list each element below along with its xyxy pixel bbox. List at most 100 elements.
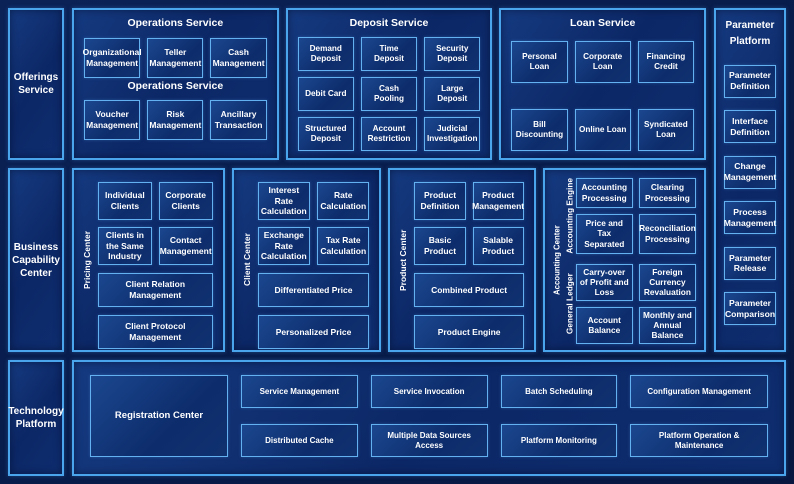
product-box: Combined Product [414, 273, 524, 307]
platform-box: Platform Monitoring [500, 424, 618, 457]
parameter-platform-panel: Parameter Platform Parameter Definition … [714, 8, 786, 352]
deposit-grid: Demand Deposit Time Deposit Security Dep… [297, 37, 481, 151]
general-ledger-group: General Ledger Carry-over of Profit and … [563, 263, 696, 344]
product-box: Product Definition [414, 182, 466, 220]
pricing-center-panel: Pricing Center Individual Clients Corpor… [72, 168, 225, 352]
ledger-box: Monthly and Annual Balance [638, 306, 696, 344]
platform-box: Configuration Management [630, 375, 769, 408]
pricing-box: Client Protocol Management [98, 315, 213, 349]
offerings-service-row: Operations Service Organizational Manage… [72, 8, 707, 160]
parameter-box: Change Management [724, 155, 776, 189]
product-box: Product Engine [414, 315, 524, 349]
deposit-box: Large Deposit [424, 77, 481, 111]
operations-row-2: Voucher Management Risk Management Ancil… [84, 100, 267, 140]
business-capability-row: Pricing Center Individual Clients Corpor… [72, 168, 706, 352]
deposit-box: Account Restriction [360, 117, 418, 151]
loan-service-panel: Loan Service Personal Loan Corporate Loa… [499, 8, 707, 160]
accounting-center-label: Accounting Center [552, 225, 562, 295]
platform-column: Service Management Distributed Cache [241, 375, 358, 457]
accounting-engine-group: Accounting Engine Accounting Processing … [563, 178, 696, 254]
product-center-label: Product Center [398, 229, 409, 291]
operations-service-panel: Operations Service Organizational Manage… [72, 8, 279, 160]
pricing-box: Clients in the Same Industry [98, 227, 152, 265]
client-box: Interest Rate Calculation [257, 182, 311, 220]
operations-box: Organizational Management [83, 38, 142, 78]
deposit-box: Debit Card [297, 77, 354, 111]
platform-box: Service Invocation [370, 375, 488, 408]
accounting-box: Price and Tax Separated [575, 213, 633, 254]
deposit-service-panel: Deposit Service Demand Deposit Time Depo… [285, 8, 493, 160]
accounting-box: Clearing Processing [638, 178, 696, 208]
parameter-platform-title: Parameter Platform [725, 20, 775, 47]
accounting-engine-label: Accounting Engine [564, 178, 575, 254]
pricing-center-label: Pricing Center [82, 230, 92, 290]
client-box: Exchange Rate Calculation [257, 227, 311, 265]
registration-center-box: Registration Center [90, 375, 228, 457]
loan-service-title: Loan Service [569, 17, 636, 29]
accounting-groups: Accounting Engine Accounting Processing … [563, 176, 698, 344]
technology-platform-label-panel: Technology Platform [8, 360, 64, 476]
operations-box: Ancillary Transaction [210, 100, 267, 140]
deposit-box: Cash Pooling [360, 77, 418, 111]
ledger-box: Account Balance [575, 306, 633, 344]
client-box: Differentiated Price [257, 273, 370, 307]
platform-box: Batch Scheduling [500, 375, 618, 408]
platform-box: Multiple Data Sources Access [370, 424, 488, 457]
deposit-box: Demand Deposit [297, 37, 354, 71]
parameter-platform-list: Parameter Definition Interface Definitio… [724, 52, 776, 338]
platform-box: Distributed Cache [241, 424, 358, 457]
loan-box: Personal Loan [511, 41, 568, 83]
technology-platform-panel: Registration Center Service Management D… [72, 360, 786, 476]
client-box: Rate Calculation [317, 182, 370, 220]
platform-box: Platform Operation & Maintenance [630, 424, 769, 457]
loan-box: Syndicated Loan [637, 109, 694, 151]
operations-service-subtitle: Operations Service [127, 80, 224, 92]
pricing-box: Individual Clients [98, 182, 152, 220]
product-box: Salable Product [472, 227, 524, 265]
technology-platform-label: Technology Platform [8, 406, 64, 430]
pricing-box: Corporate Clients [158, 182, 213, 220]
parameter-box: Parameter Release [724, 246, 776, 280]
pricing-center-content: Individual Clients Corporate Clients Cli… [94, 176, 217, 349]
operations-row-1: Organizational Management Teller Managem… [83, 38, 267, 78]
deposit-box: Time Deposit [360, 37, 418, 71]
product-box: Product Management [472, 182, 524, 220]
general-ledger-grid: Carry-over of Profit and Loss Foreign Cu… [575, 263, 696, 344]
accounting-box: Reconciliation Processing [638, 213, 696, 254]
product-center-content: Product Definition Product Management Ba… [410, 176, 527, 349]
platform-column: Service Invocation Multiple Data Sources… [370, 375, 488, 457]
accounting-engine-grid: Accounting Processing Clearing Processin… [575, 178, 696, 254]
loan-box: Financing Credit [637, 41, 694, 83]
client-center-panel: Client Center Interest Rate Calculation … [231, 168, 382, 352]
product-small-grid: Product Definition Product Management Ba… [414, 182, 524, 265]
ledger-box: Foreign Currency Revaluation [638, 263, 696, 301]
business-capability-center-panel: Business Capability Center [8, 168, 64, 352]
parameter-box: Parameter Comparison [724, 292, 776, 326]
operations-box: Teller Management [147, 38, 204, 78]
client-center-label: Client Center [241, 233, 252, 287]
deposit-box: Structured Deposit [297, 117, 354, 151]
product-center-panel: Product Center Product Definition Produc… [388, 168, 536, 352]
operations-box: Cash Management [210, 38, 267, 78]
parameter-box: Parameter Definition [724, 64, 776, 98]
deposit-box: Security Deposit [424, 37, 481, 71]
product-box: Basic Product [414, 227, 466, 265]
deposit-box: Judicial Investigation [424, 117, 481, 151]
pricing-small-grid: Individual Clients Corporate Clients Cli… [98, 182, 213, 265]
pricing-box: Client Relation Management [98, 273, 213, 307]
offerings-service-panel: Offerings Service [8, 8, 64, 160]
client-center-content: Interest Rate Calculation Rate Calculati… [254, 176, 374, 349]
platform-column: Batch Scheduling Platform Monitoring [500, 375, 618, 457]
general-ledger-label: General Ledger [564, 273, 575, 335]
accounting-box: Accounting Processing [575, 178, 633, 208]
loan-box: Online Loan [574, 109, 631, 151]
accounting-center-panel: Accounting Center Accounting Engine Acco… [542, 168, 706, 352]
loan-box: Corporate Loan [574, 41, 631, 83]
ledger-box: Carry-over of Profit and Loss [575, 263, 633, 301]
pricing-box: Contact Management [158, 227, 213, 265]
client-box: Personalized Price [257, 315, 370, 349]
loan-grid: Personal Loan Corporate Loan Financing C… [511, 41, 694, 151]
operations-box: Risk Management [147, 100, 204, 140]
operations-box: Voucher Management [84, 100, 141, 140]
